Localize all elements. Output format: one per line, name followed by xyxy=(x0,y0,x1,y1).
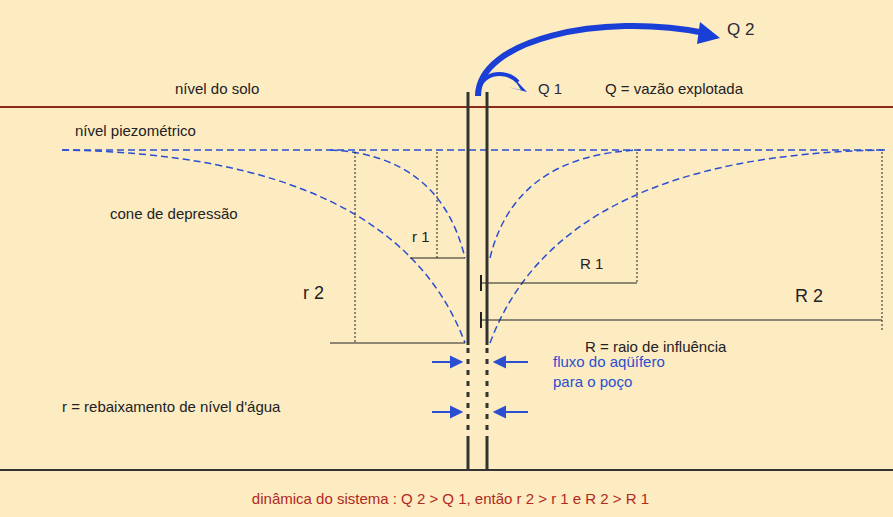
small-cone xyxy=(330,150,465,258)
flow-note: fluxo do aqüífero para o poço xyxy=(553,352,693,392)
piezometric-line xyxy=(62,149,885,151)
legend-note: r = rebaixamento de nível d'água xyxy=(62,398,280,416)
cone-label: cone de depressão xyxy=(110,205,238,223)
inflow-arrows xyxy=(432,357,528,417)
caption: dinâmica do sistema : Q 2 > Q 1, então r… xyxy=(4,490,893,508)
flow-label: Q 2 xyxy=(727,20,754,40)
dimension-label: R 2 xyxy=(795,286,823,308)
ground-line xyxy=(0,106,893,108)
dimension-label: r 2 xyxy=(303,283,324,305)
well-casing xyxy=(468,92,487,470)
level-label: nível do solo xyxy=(175,80,259,98)
arrow-head xyxy=(508,76,527,92)
flow-label: Q 1 xyxy=(538,80,562,98)
discharge-arrow xyxy=(478,74,518,96)
large-cone xyxy=(62,150,465,343)
dimension-label: r 1 xyxy=(412,228,430,246)
aquifer-base-line xyxy=(0,469,893,471)
large-cone xyxy=(490,150,885,343)
level-label: nível piezométrico xyxy=(75,122,196,140)
arrow-head xyxy=(697,22,720,44)
dimension-label: R 1 xyxy=(580,255,603,273)
legend-note: Q = vazão explotada xyxy=(605,80,743,98)
dimension-lines xyxy=(330,152,882,343)
